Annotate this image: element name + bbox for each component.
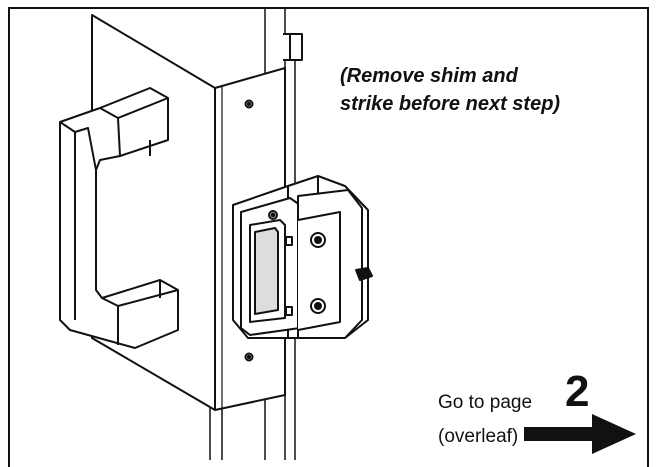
instruction-line-1: (Remove shim and (340, 65, 518, 87)
overleaf-label: (overleaf) (438, 426, 519, 447)
right-arrow-icon (524, 414, 636, 454)
instruction-line-2: strike before next step) (340, 93, 561, 115)
instruction-text: (Remove shim and strike before next step… (340, 62, 640, 118)
page-number: 2 (565, 367, 590, 416)
goto-label: Go to page (438, 392, 533, 413)
